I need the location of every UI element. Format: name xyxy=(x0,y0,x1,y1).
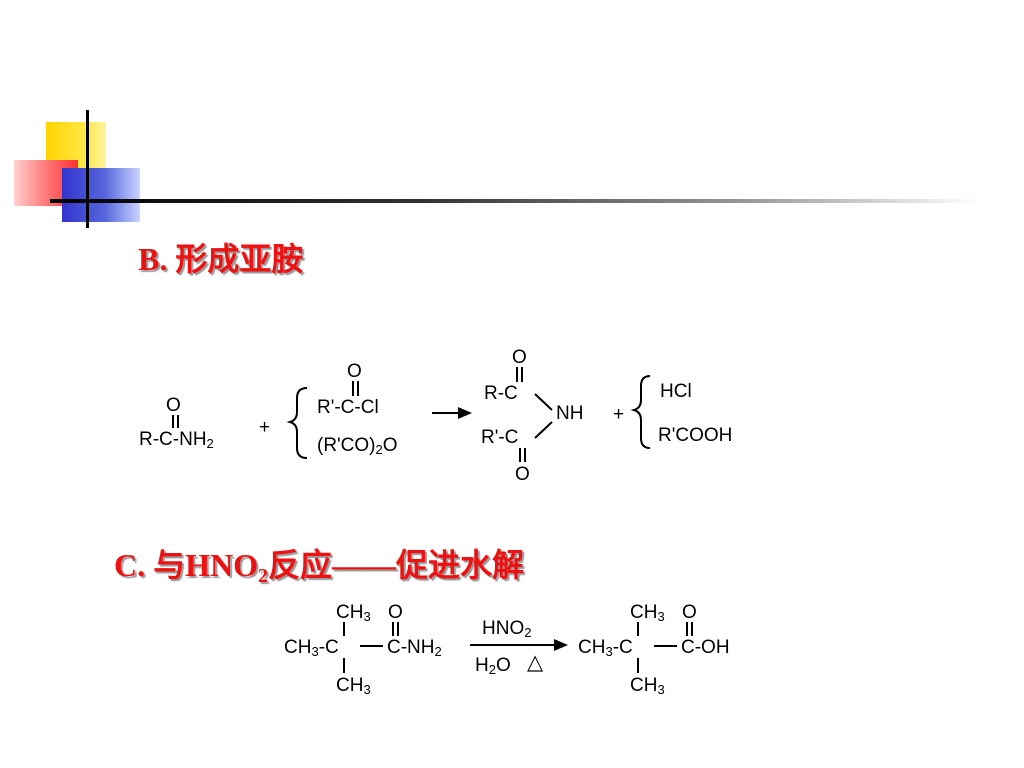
section-heading-b: B. 形成亚胺 xyxy=(138,234,303,280)
reactant-amide-text: C-NH xyxy=(387,637,435,658)
heading-c-subscript: 2 xyxy=(258,565,269,587)
reactant-amide-sub: 2 xyxy=(434,644,442,659)
reagent-water: H2O xyxy=(475,655,511,677)
product-ch3-top-sub: 3 xyxy=(657,609,665,624)
product-center-carbon: -C xyxy=(612,637,633,658)
reagent-hno2-sub: 2 xyxy=(524,625,532,640)
product-ch3-left: CH3-C xyxy=(578,637,633,659)
reactant-ch3-top: CH3 xyxy=(336,602,371,624)
product-ch3-bottom-sub: 3 xyxy=(657,682,665,697)
amide-formula: R-C-NH2 xyxy=(139,429,214,451)
reagent-hno2: HNO2 xyxy=(482,618,532,640)
reactant-oxygen: O xyxy=(388,602,403,623)
reaction-c-arrow-head xyxy=(554,639,568,651)
acyl-chloride-oxygen: O xyxy=(347,361,362,382)
imide-bottom-acyl: R'-C xyxy=(481,427,519,448)
heading-c-letter: C. xyxy=(114,547,146,583)
product-ch3-top-text: CH xyxy=(630,602,658,623)
reactant-amide-group: C-NH2 xyxy=(387,637,442,659)
reagent-water-sub: 2 xyxy=(488,662,496,677)
amide-subscript: 2 xyxy=(206,436,214,451)
product-acid-group: C-OH xyxy=(681,637,730,658)
product-ch3-bottom: CH3 xyxy=(630,675,665,697)
reactant-ch3-left: CH3-C xyxy=(284,637,339,659)
heading-c-post: 反应——促进水解 xyxy=(268,547,525,583)
byproduct-hcl: HCl xyxy=(660,381,692,402)
anhydride: (R'CO)2O xyxy=(317,435,398,457)
imide-top-oxygen: O xyxy=(512,347,527,368)
reactant-ch3-left-text: CH xyxy=(284,637,312,658)
vertical-rule-decoration xyxy=(86,110,89,228)
reagent-brace xyxy=(286,387,308,459)
imide-top-acyl: R-C xyxy=(484,383,518,404)
anhydride-pre: (R'CO) xyxy=(317,435,376,456)
imide-nh: NH xyxy=(556,403,584,424)
product-ch3-top: CH3 xyxy=(630,602,665,624)
reactant-ch3-top-sub: 3 xyxy=(363,609,371,624)
reagent-water-h: H xyxy=(475,655,489,676)
section-heading-c: C. 与HNO2反应——促进水解 xyxy=(114,540,524,586)
blue-square-decoration xyxy=(62,168,140,222)
product-ch3-bottom-text: CH xyxy=(630,675,658,696)
product-oxygen: O xyxy=(682,602,697,623)
imide-n-bond-top xyxy=(534,393,553,411)
plus-sign-2: + xyxy=(613,404,625,425)
heat-icon: △ xyxy=(527,651,544,674)
reactant-ch3-top-text: CH xyxy=(336,602,364,623)
plus-sign-1: + xyxy=(259,417,271,438)
header-rule xyxy=(50,199,980,203)
imide-n-bond-bottom xyxy=(534,421,553,439)
reactant-ch3-left-sub: 3 xyxy=(311,644,319,659)
heading-b-text: 形成亚胺 xyxy=(175,241,304,277)
heading-c-pre: 与HNO xyxy=(153,547,259,583)
reactant-ch3-bottom: CH3 xyxy=(336,675,371,697)
byproduct-acid: R'COOH xyxy=(658,425,733,446)
imide-bottom-oxygen: O xyxy=(515,464,530,485)
reactant-ch3-bottom-sub: 3 xyxy=(363,682,371,697)
product-ch3-left-sub: 3 xyxy=(605,644,613,659)
anhydride-post: O xyxy=(382,435,398,456)
reagent-hno2-text: HNO xyxy=(482,618,525,639)
anhydride-subscript: 2 xyxy=(375,442,383,457)
amide-main-text: R-C-NH xyxy=(139,429,207,450)
amide-oxygen: O xyxy=(166,395,181,416)
acyl-chloride: R'-C-Cl xyxy=(317,397,379,418)
reactant-center-carbon: -C xyxy=(318,637,339,658)
product-ch3-left-text: CH xyxy=(578,637,606,658)
reaction-b-arrow-head xyxy=(458,407,472,419)
reactant-ch3-bottom-text: CH xyxy=(336,675,364,696)
reagent-water-o: O xyxy=(495,655,511,676)
heading-b-letter: B. xyxy=(138,241,168,277)
byproduct-brace xyxy=(630,375,651,449)
